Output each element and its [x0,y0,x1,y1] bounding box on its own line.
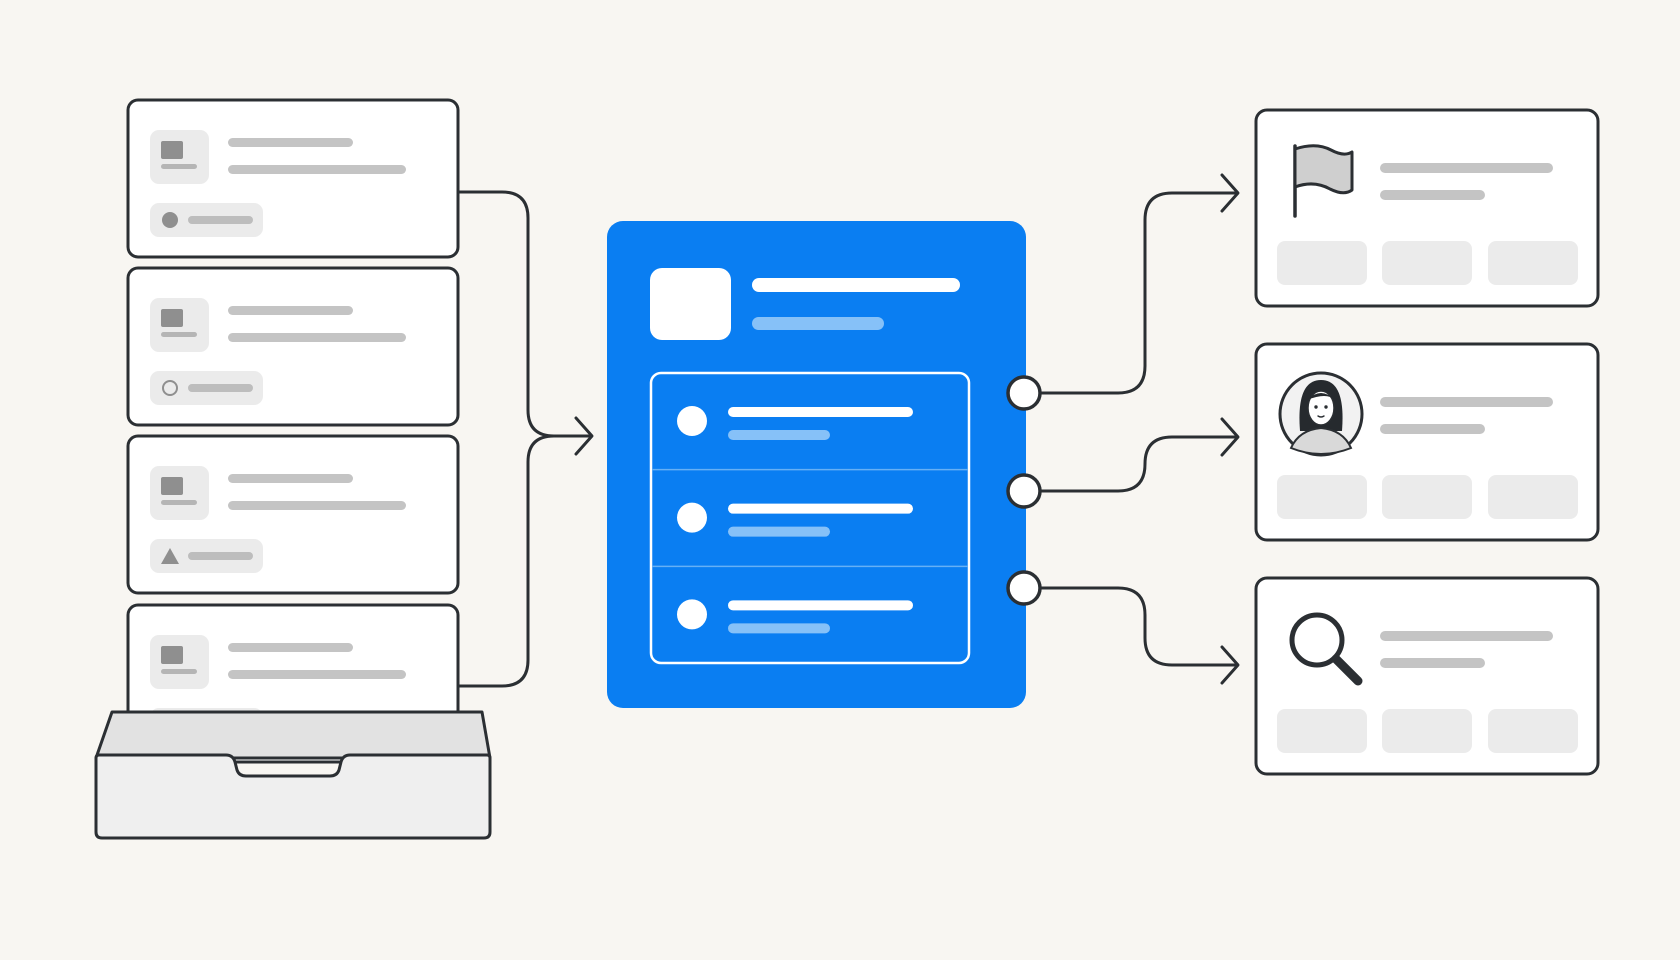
status-label-bar [188,216,253,224]
arrow-right-icon [1220,417,1240,457]
action-chip [1382,709,1472,753]
panel-list-frame [649,371,971,665]
list-item-title-bar [728,503,913,514]
input-card [126,266,460,427]
tray-front [94,753,492,840]
output-card [1254,108,1600,308]
connection-port-icon [1006,570,1042,606]
avatar-fringe [1307,393,1335,400]
subtitle-bar [1380,658,1485,668]
panel-list-item [677,406,913,440]
arrow-right-icon [1220,173,1240,213]
action-chip [1277,241,1367,285]
input-card [126,434,460,595]
subtitle-bar [228,501,406,510]
filled-circle-icon [162,212,178,228]
status-label-bar [188,552,253,560]
list-item-subtitle-bar [728,623,830,634]
avatar-mouth [1317,415,1325,418]
arrow-right-icon [1220,645,1240,685]
magnifier-lens [1289,612,1345,668]
action-chip [1277,709,1367,753]
tray-back [94,710,492,760]
action-chip [1488,241,1578,285]
output-cards-stack [1254,108,1600,776]
flag-cloth [1293,144,1354,195]
title-bar [228,138,353,147]
arrow-right-icon [574,416,594,456]
subtitle-bar [1380,424,1485,434]
subtitle-bar [228,333,406,342]
subtitle-bar [1380,190,1485,200]
avatar-shoulders [1289,426,1353,455]
title-bar [1380,163,1553,173]
thumbnail-caption-bar [161,669,197,674]
bullet-circle-icon [677,502,707,533]
connection-port-icon [1006,375,1042,411]
avatar-eye [1324,405,1328,409]
inbox-tray-icon [94,710,492,840]
user-avatar-icon [1278,371,1364,457]
connector-lines [456,173,1240,688]
triangle-icon [161,548,179,564]
title-bar [228,643,353,652]
link-out [1038,435,1238,493]
magnifier-handle [1331,654,1363,686]
action-chip [1277,475,1367,519]
thumbnail-glyph [161,477,183,495]
list-item-title-bar [728,600,913,611]
list-item-title-bar [728,407,913,417]
list-item-subtitle-bar [728,430,830,440]
link-in-bottom [456,434,556,688]
flag-icon [1293,144,1354,218]
avatar-eye [1314,405,1318,409]
status-label-bar [188,384,253,392]
avatar-face [1307,390,1335,426]
title-bar [1380,397,1553,407]
action-chip [1382,475,1472,519]
thumbnail-caption-bar [161,164,197,169]
thumbnail-glyph [161,646,183,664]
panel-list-item [677,502,913,537]
connection-port-icon [1006,473,1042,509]
app-tile-icon [650,268,731,340]
list-item-subtitle-bar [728,526,830,537]
thumbnail-caption-bar [161,500,197,505]
link-out [1038,586,1238,667]
title-bar [228,306,353,315]
output-card [1254,342,1600,542]
panel-list-item [677,599,913,634]
panel-subtitle-bar [752,317,884,330]
hollow-circle-icon [162,380,178,396]
link-in-top [456,190,592,438]
action-chip [1382,241,1472,285]
subtitle-bar [228,165,406,174]
magnifier-icon [1289,612,1363,686]
link-out [1038,191,1238,395]
thumbnail-glyph [161,309,183,327]
input-card [126,98,460,259]
panel-title-bar [752,278,960,292]
title-bar [1380,631,1553,641]
central-panel [607,221,1042,708]
action-chip [1488,475,1578,519]
thumbnail-glyph [161,141,183,159]
subtitle-bar [228,670,406,679]
action-chip [1488,709,1578,753]
bullet-circle-icon [677,599,707,630]
output-card [1254,576,1600,776]
input-cards-stack [126,98,460,764]
title-bar [228,474,353,483]
central-panel-body [607,221,1026,708]
bullet-circle-icon [677,406,707,436]
thumbnail-caption-bar [161,332,197,337]
